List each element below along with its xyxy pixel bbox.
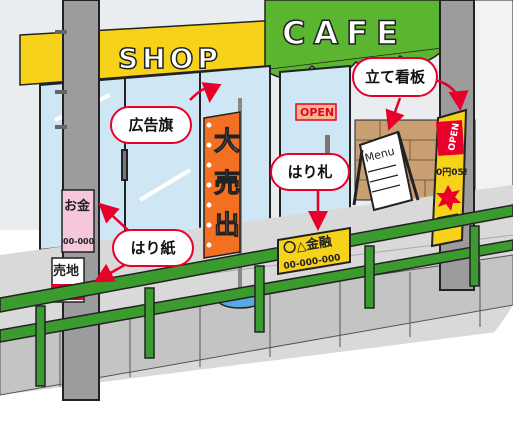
cafe-sign: CAFE xyxy=(282,14,406,52)
banner-char-1: 大 xyxy=(214,127,240,157)
banner-char-2: 売 xyxy=(214,169,240,199)
pole-sale-text: 売地 xyxy=(53,263,79,279)
pole-poster-title: お金 xyxy=(64,198,91,214)
callout-harigami: はり紙 xyxy=(112,229,194,267)
callout-harifuda: はり札 xyxy=(270,153,350,191)
cafe-door-sign: OPEN xyxy=(300,106,334,119)
pole-poster-number: 00-000 xyxy=(63,237,95,246)
stand-sign-mid: 0円05! xyxy=(436,167,468,178)
shop-sign: SHOP xyxy=(118,42,222,75)
callout-tate-kanban: 立て看板 xyxy=(352,57,438,97)
banner-char-3: 出 xyxy=(214,211,240,241)
callout-kokoku-hata: 広告旗 xyxy=(110,106,192,144)
cafe-door xyxy=(280,66,350,230)
